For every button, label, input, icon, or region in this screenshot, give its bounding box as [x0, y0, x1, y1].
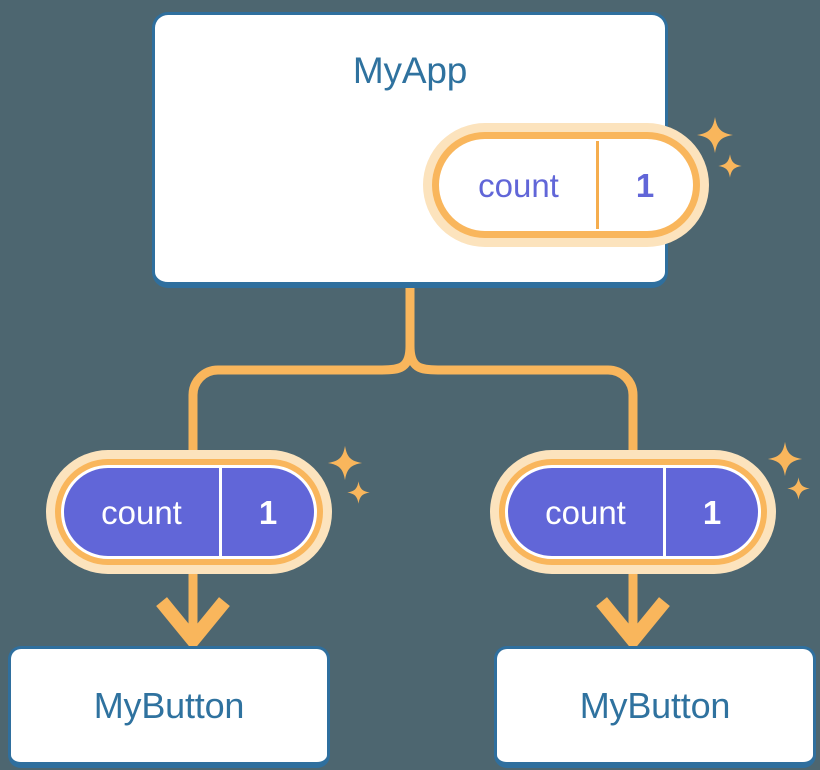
- sparkle-icon-large-left: [327, 445, 363, 481]
- state-key-label: count: [545, 493, 626, 531]
- connector-branch-right: [405, 345, 638, 456]
- state-value-label: 1: [219, 468, 314, 556]
- state-pill-inner: count 1: [439, 139, 693, 231]
- connector-branch-left: [188, 345, 415, 456]
- sparkle-icon-small-left: [347, 481, 370, 504]
- state-value-label: 1: [596, 141, 691, 229]
- state-value-label: 1: [663, 468, 758, 556]
- component-label: MyButton: [93, 684, 245, 726]
- state-pill-inner: count 1: [61, 465, 317, 559]
- state-pill-inner: count 1: [505, 465, 761, 559]
- state-key-label: count: [101, 493, 182, 531]
- component-card-myapp[interactable]: MyApp count 1: [152, 12, 742, 288]
- arrow-down-icon-left: [156, 570, 230, 652]
- component-label: MyButton: [579, 684, 731, 726]
- state-pill-ring: count 1: [432, 132, 700, 238]
- sparkle-icon-large-app: [697, 117, 733, 153]
- state-key-label: count: [478, 166, 559, 204]
- state-pill-right[interactable]: count 1: [490, 450, 776, 574]
- page-title: MyApp: [352, 50, 468, 91]
- arrow-down-icon-right: [596, 570, 670, 652]
- sparkle-icon-small-right: [787, 477, 810, 500]
- state-pill-ring: count 1: [55, 459, 323, 565]
- state-pill-myapp[interactable]: count 1: [423, 123, 709, 247]
- component-card-mybutton-left[interactable]: MyButton: [8, 646, 330, 768]
- sparkle-icon-large-right: [767, 441, 803, 477]
- state-pill-ring: count 1: [499, 459, 767, 565]
- component-card-mybutton-right[interactable]: MyButton: [494, 646, 816, 768]
- sparkle-icon-small-app: [718, 154, 742, 178]
- state-pill-left[interactable]: count 1: [46, 450, 332, 574]
